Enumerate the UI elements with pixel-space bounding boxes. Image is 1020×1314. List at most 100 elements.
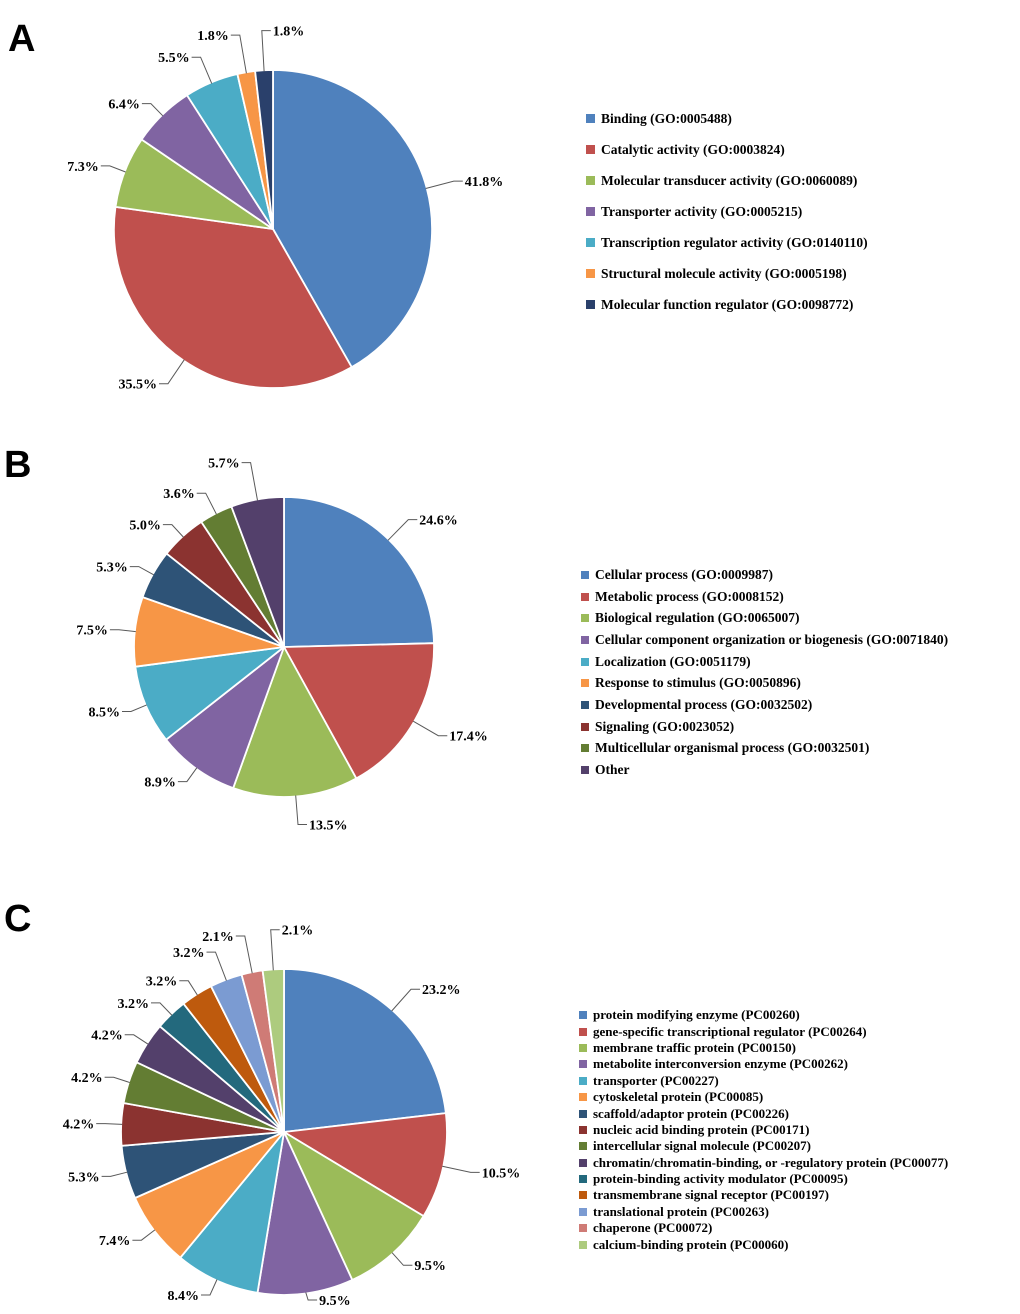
legend-label: membrane traffic protein (PC00150)	[593, 1039, 797, 1055]
legend-color-swatch	[581, 570, 589, 579]
legend-item: Molecular function regulator (GO:0098772…	[586, 289, 868, 320]
percent-label: 3.2%	[146, 975, 178, 990]
percent-label: 17.4%	[449, 730, 488, 745]
percent-label: 5.3%	[68, 1170, 100, 1185]
percent-label: 35.5%	[119, 378, 158, 393]
leader-line	[96, 1123, 123, 1125]
percent-label: 8.5%	[89, 705, 121, 720]
legend-color-swatch	[579, 1142, 587, 1151]
legend-color-swatch	[579, 1076, 587, 1085]
pie-chart-b: 24.6%17.4%13.5%8.9%8.5%7.5%5.3%5.0%3.6%5…	[76, 457, 487, 834]
legend-color-swatch	[579, 1027, 587, 1036]
legend-color-swatch	[586, 145, 595, 154]
legend-label: translational protein (PC00263)	[593, 1203, 769, 1219]
percent-label: 3.6%	[163, 487, 195, 502]
legend-item: chromatin/chromatin-binding, or -regulat…	[579, 1155, 948, 1171]
percent-label: 24.6%	[419, 514, 458, 529]
legend-item: Metabolic process (GO:0008152)	[581, 586, 948, 608]
leader-line	[391, 988, 420, 1012]
legend-color-swatch	[579, 1191, 587, 1200]
legend-item: Developmental process (GO:0032502)	[581, 694, 948, 716]
legend-item: chaperone (PC00072)	[579, 1220, 948, 1236]
legend-item: Binding (GO:0005488)	[586, 103, 868, 134]
legend-color-swatch	[581, 744, 589, 753]
legend-color-swatch	[581, 722, 589, 731]
legend-label: Response to stimulus (GO:0050896)	[595, 675, 801, 691]
leader-line	[104, 1076, 130, 1083]
legend-item: transporter (PC00227)	[579, 1073, 948, 1089]
leader-line	[196, 492, 217, 515]
legend-label: Cellular process (GO:0009987)	[595, 566, 773, 582]
legend-color-swatch	[581, 657, 589, 666]
legend-color-swatch	[586, 207, 595, 216]
legend-item: Catalytic activity (GO:0003824)	[586, 134, 868, 165]
legend-item: Signaling (GO:0023052)	[581, 716, 948, 738]
panel-label-c: C	[4, 898, 32, 940]
legend-item: Molecular transducer activity (GO:006008…	[586, 165, 868, 196]
legend-item: Biological regulation (GO:0065007)	[581, 607, 948, 629]
legend-item: gene-specific transcriptional regulator …	[579, 1023, 948, 1039]
legend-item: translational protein (PC00263)	[579, 1204, 948, 1220]
percent-label: 9.5%	[414, 1259, 446, 1274]
percent-label: 4.2%	[71, 1071, 103, 1086]
legend-c: protein modifying enzyme (PC00260)gene-s…	[579, 1007, 948, 1253]
legend-color-swatch	[579, 1109, 587, 1118]
leader-line	[162, 524, 184, 538]
legend-label: transporter (PC00227)	[593, 1072, 719, 1088]
leader-line	[230, 34, 247, 74]
legend-label: chromatin/chromatin-binding, or -regulat…	[593, 1154, 949, 1170]
pie-chart-a: 41.8%35.5%7.3%6.4%5.5%1.8%1.8%	[67, 25, 503, 393]
legend-item: nucleic acid binding protein (PC00171)	[579, 1122, 948, 1138]
legend-color-swatch	[581, 700, 589, 709]
leader-line	[412, 720, 448, 737]
legend-label: Binding (GO:0005488)	[601, 110, 732, 126]
legend-color-swatch	[581, 614, 589, 623]
percent-label: 4.2%	[91, 1029, 123, 1044]
legend-color-swatch	[579, 1175, 587, 1184]
legend-color-swatch	[579, 1093, 587, 1102]
legend-label: Signaling (GO:0023052)	[595, 718, 735, 734]
legend-label: nucleic acid binding protein (PC00171)	[593, 1121, 810, 1137]
legend-item: protein-binding activity modulator (PC00…	[579, 1171, 948, 1187]
leader-line	[151, 1002, 173, 1016]
percent-label: 7.4%	[99, 1234, 131, 1249]
percent-label: 41.8%	[465, 175, 504, 190]
leader-line	[141, 103, 164, 117]
legend-label: Transporter activity (GO:0005215)	[601, 203, 803, 219]
legend-label: metabolite interconversion enzyme (PC002…	[593, 1056, 849, 1072]
percent-label: 4.2%	[63, 1118, 95, 1133]
legend-label: Cellular component organization or bioge…	[595, 631, 949, 647]
legend-label: Multicellular organismal process (GO:003…	[595, 740, 870, 756]
legend-item: transmembrane signal receptor (PC00197)	[579, 1187, 948, 1203]
legend-label: gene-specific transcriptional regulator …	[593, 1023, 867, 1039]
legend-label: transmembrane signal receptor (PC00197)	[593, 1187, 830, 1203]
percent-label: 9.5%	[319, 1294, 351, 1309]
legend-color-swatch	[579, 1224, 587, 1233]
legend-label: Biological regulation (GO:0065007)	[595, 610, 800, 626]
legend-item: Cellular process (GO:0009987)	[581, 564, 948, 586]
legend-color-swatch	[586, 300, 595, 309]
pie-chart-c: 23.2%10.5%9.5%9.5%8.4%7.4%5.3%4.2%4.2%4.…	[63, 924, 521, 1309]
legend-item: protein modifying enzyme (PC00260)	[579, 1007, 948, 1023]
legend-item: Localization (GO:0051179)	[581, 651, 948, 673]
leader-line	[261, 30, 271, 72]
legend-item: metabolite interconversion enzyme (PC002…	[579, 1056, 948, 1072]
legend-color-swatch	[581, 635, 589, 644]
legend-label: cytoskeletal protein (PC00085)	[593, 1089, 764, 1105]
legend-a: Binding (GO:0005488) Catalytic activity (…	[586, 103, 868, 320]
legend-color-swatch	[579, 1011, 587, 1020]
leader-line	[159, 359, 185, 385]
percent-label: 7.3%	[67, 160, 99, 175]
legend-label: Molecular transducer activity (GO:006008…	[601, 172, 858, 188]
leader-line	[425, 180, 463, 189]
percent-label: 6.4%	[108, 98, 140, 113]
legend-label: Localization (GO:0051179)	[595, 653, 751, 669]
leader-line	[101, 1171, 128, 1177]
legend-color-swatch	[581, 679, 589, 688]
legend-item: cytoskeletal protein (PC00085)	[579, 1089, 948, 1105]
legend-item: Transporter activity (GO:0005215)	[586, 196, 868, 227]
leader-line	[442, 1165, 480, 1173]
leader-line	[241, 462, 258, 501]
percent-label: 1.8%	[273, 25, 305, 40]
legend-label: Catalytic activity (GO:0003824)	[601, 141, 785, 157]
